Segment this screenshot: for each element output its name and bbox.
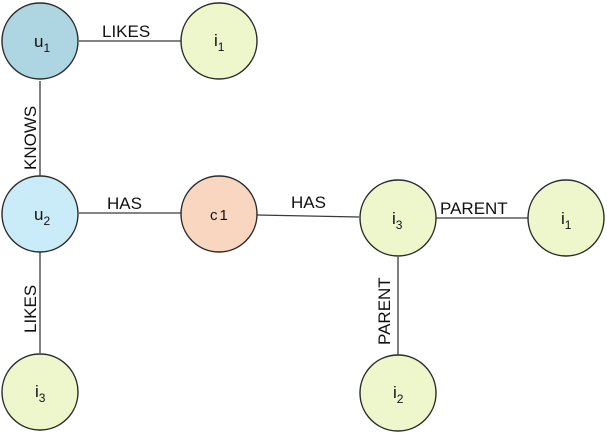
node-i3-middle[interactable]: i3 — [359, 179, 437, 257]
node-label: u2 — [34, 205, 50, 228]
node-i3-bottom[interactable]: i3 — [1, 353, 79, 431]
node-circle — [527, 179, 605, 257]
node-label: i3 — [35, 382, 46, 405]
node-circle — [1, 353, 79, 431]
edge-label: LIKES — [21, 285, 40, 333]
edge-c1-has-i3 — [256, 214, 360, 218]
node-circle — [359, 179, 437, 257]
edge-label: HAS — [291, 193, 326, 212]
edge-label: HAS — [107, 194, 142, 213]
edge-label: PARENT — [440, 199, 508, 218]
node-label: i1 — [561, 209, 572, 232]
node-circle — [180, 2, 258, 80]
node-label: u1 — [34, 32, 50, 55]
node-i1-top[interactable]: i1 — [180, 2, 258, 80]
node-circle — [359, 354, 437, 432]
node-label: i1 — [214, 31, 225, 54]
node-i2-bottom[interactable]: i2 — [359, 354, 437, 432]
edge-label: KNOWS — [21, 106, 40, 170]
node-circle — [180, 175, 258, 253]
node-i1-right[interactable]: i1 — [527, 179, 605, 257]
node-label: i2 — [393, 383, 404, 406]
node-u1[interactable]: u1 — [1, 2, 79, 80]
edges — [39, 40, 528, 355]
node-u2[interactable]: u2 — [1, 175, 79, 253]
node-label: i3 — [392, 209, 403, 232]
node-circle — [1, 175, 79, 253]
node-circle — [1, 2, 79, 80]
edge-label: LIKES — [102, 22, 150, 41]
edge-label: PARENT — [375, 277, 394, 345]
edge-labels: LIKES KNOWS HAS HAS PARENT LIKES PARENT — [21, 22, 508, 345]
